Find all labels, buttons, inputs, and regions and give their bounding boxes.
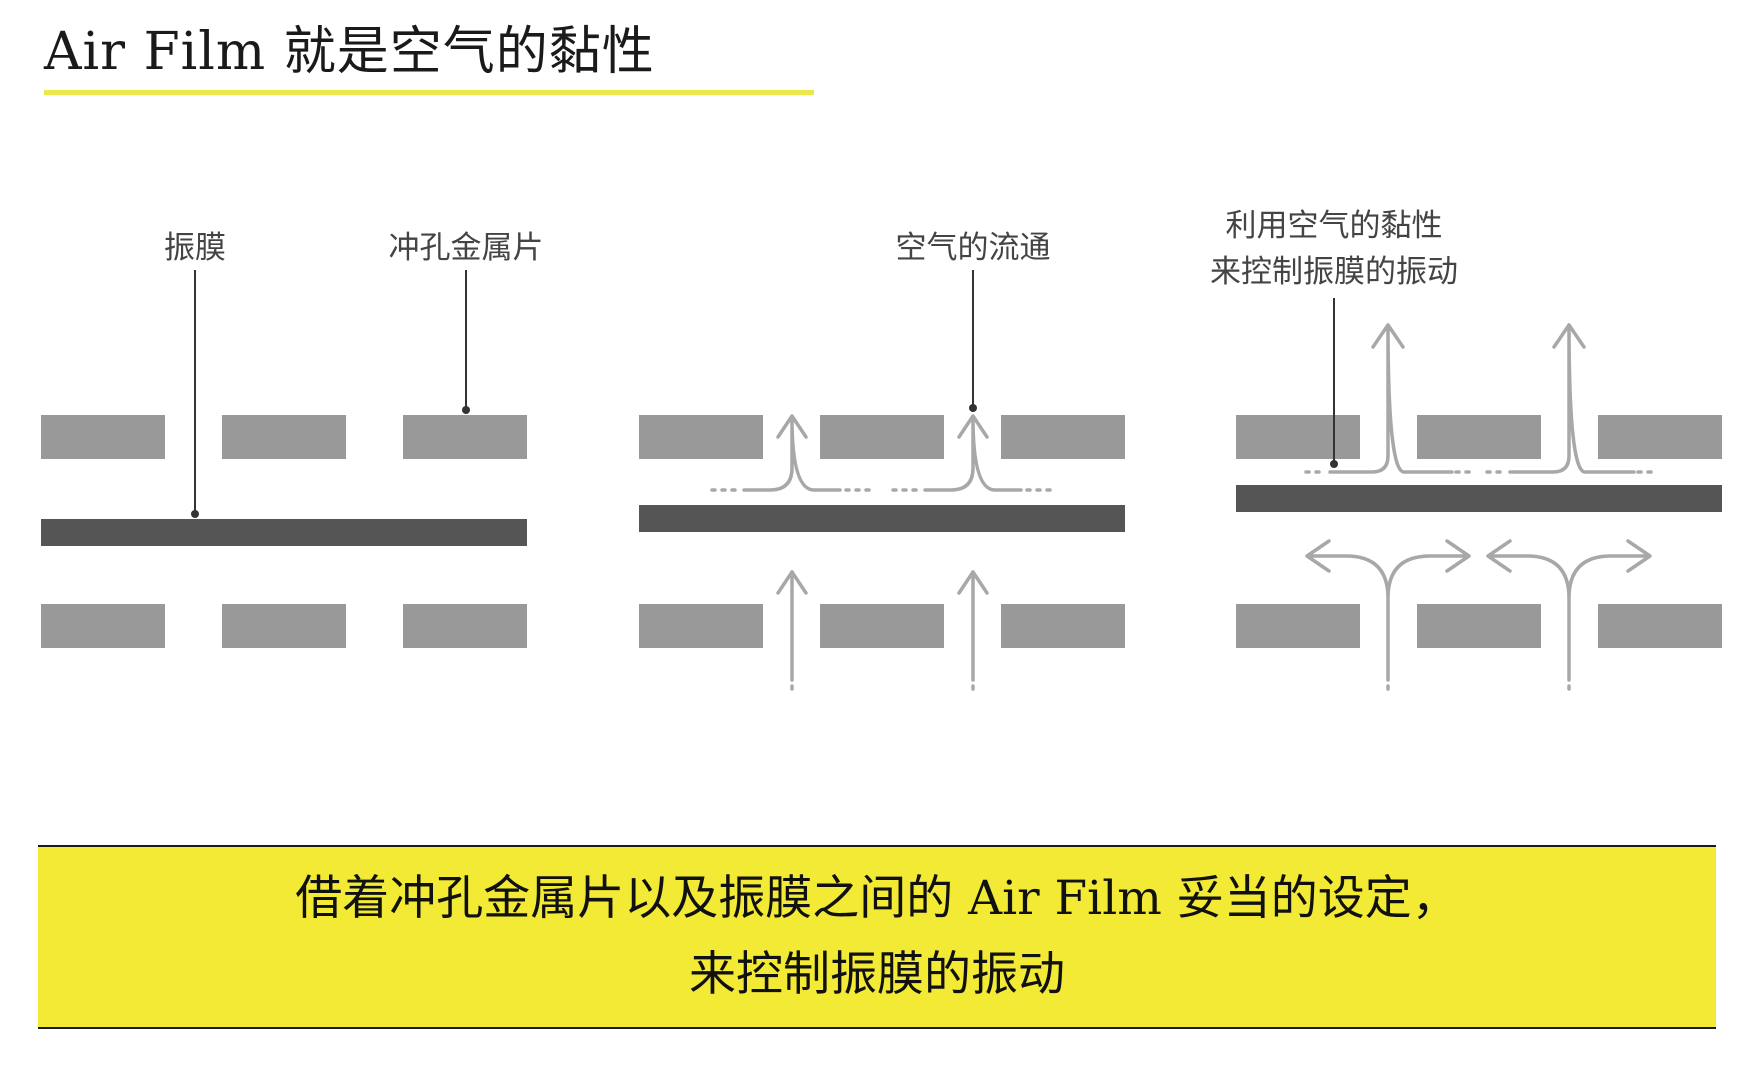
diagram: 振膜 冲孔金属片	[41, 208, 1722, 696]
split-flow-arrow	[1306, 554, 1470, 682]
split-flow-arrow	[1487, 554, 1651, 682]
arrowhead	[1305, 539, 1331, 573]
arrowhead	[1552, 323, 1586, 349]
caption-line-2: 来控制振膜的振动	[689, 947, 1065, 1002]
top-plate-segment	[222, 415, 346, 459]
arrowhead	[776, 414, 808, 439]
top-plate-segment	[1417, 415, 1541, 459]
membrane-label: 振膜	[164, 230, 226, 266]
arrowhead	[1486, 539, 1512, 573]
arrowhead	[1626, 539, 1652, 573]
arrowhead	[776, 570, 808, 595]
bottom-plate-segment	[1598, 604, 1722, 648]
bottom-plate-segment	[639, 604, 763, 648]
panel-viscosity: 利用空气的黏性 来控制振膜的振动	[1210, 208, 1722, 696]
bottom-plate-segment	[1001, 604, 1125, 648]
membrane-leader-dot	[191, 510, 199, 518]
top-plate-segment	[1236, 415, 1360, 459]
top-plate-segment	[639, 415, 763, 459]
bottom-plate-segment	[403, 604, 527, 648]
plate-label: 冲孔金属片	[389, 230, 544, 266]
caption-line-1: 借着冲孔金属片以及振膜之间的 Air Film 妥当的设定，	[295, 871, 1459, 926]
airflow-leader-dot	[969, 404, 977, 412]
arrowhead	[957, 414, 989, 439]
bottom-plate-segment	[1236, 604, 1360, 648]
airflow-curve-arrow	[1508, 323, 1636, 474]
arrowhead	[957, 570, 989, 595]
membrane	[639, 505, 1125, 532]
membrane	[1236, 485, 1722, 512]
panel-structure: 振膜 冲孔金属片	[41, 230, 544, 648]
top-plate-segment	[1598, 415, 1722, 459]
viscosity-label-line1: 利用空气的黏性	[1226, 208, 1443, 244]
bottom-plate-segment	[222, 604, 346, 648]
viscosity-label-line2: 来控制振膜的振动	[1210, 254, 1458, 290]
page-title: Air Film 就是空气的黏性	[44, 22, 655, 82]
airflow-label: 空气的流通	[896, 230, 1051, 266]
caption-box: 借着冲孔金属片以及振膜之间的 Air Film 妥当的设定， 来控制振膜的振动	[38, 845, 1716, 1029]
title-underline	[44, 90, 814, 95]
plate-leader-dot	[462, 406, 470, 414]
top-plate-segment	[41, 415, 165, 459]
top-plate-segment	[820, 415, 944, 459]
arrowhead	[1445, 539, 1471, 573]
membrane	[41, 519, 527, 546]
bottom-plate-segment	[820, 604, 944, 648]
bottom-plate-segment	[1417, 604, 1541, 648]
airflow-curve-arrow	[1328, 323, 1454, 474]
arrowhead	[1371, 323, 1405, 349]
viscosity-leader-dot	[1330, 460, 1338, 468]
top-plate-segment	[403, 415, 527, 459]
panel-airflow: 空气的流通	[639, 230, 1125, 696]
bottom-plate-segment	[41, 604, 165, 648]
top-plate-segment	[1001, 415, 1125, 459]
